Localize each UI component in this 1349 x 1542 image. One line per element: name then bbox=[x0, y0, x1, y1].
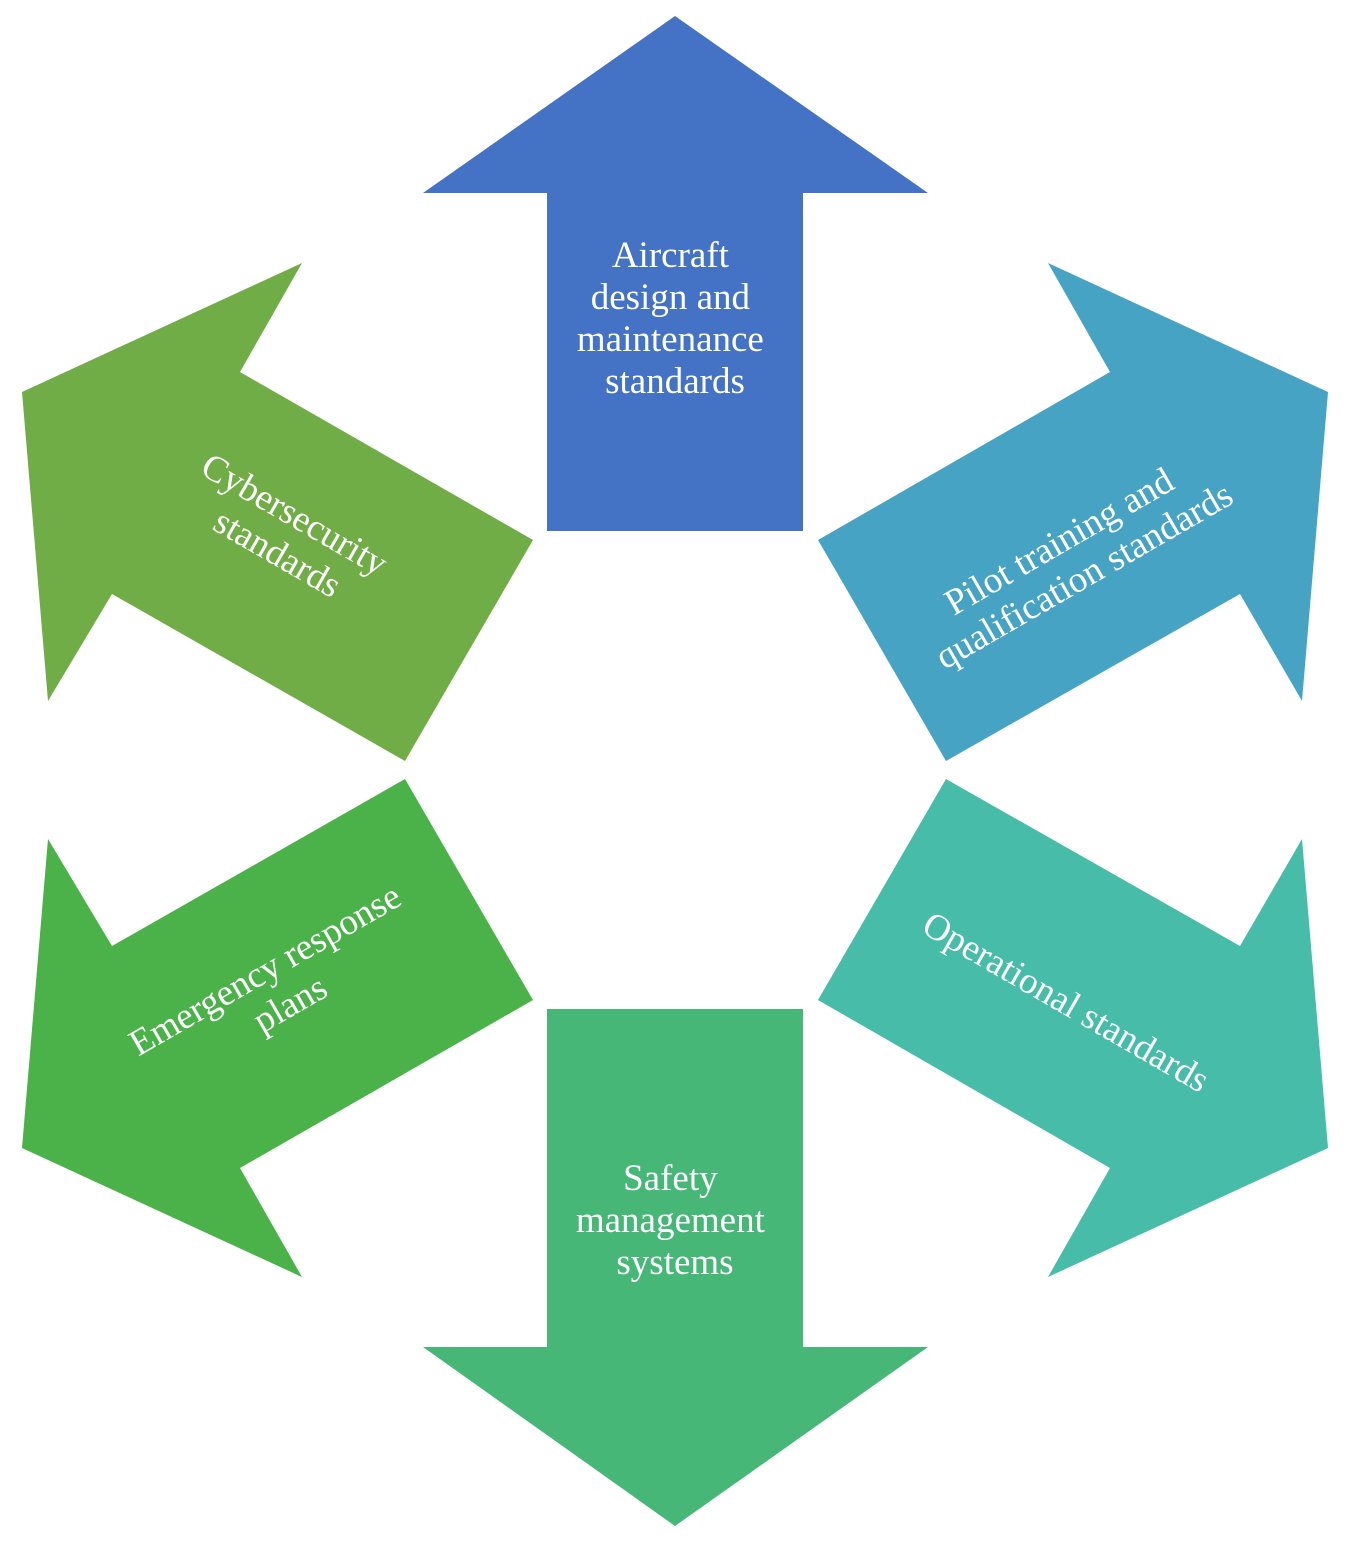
arrow-cybersecurity: Cybersecurity standards bbox=[22, 263, 533, 761]
arrow-shape-top-right bbox=[818, 263, 1328, 761]
label-line: standards bbox=[605, 361, 745, 402]
arrow-shape-top bbox=[423, 16, 928, 531]
label-line: systems bbox=[616, 1242, 733, 1283]
arrow-operational: Operational standards bbox=[818, 779, 1328, 1277]
arrow-safety-management: Safety management systems bbox=[423, 1009, 928, 1526]
arrow-aircraft-design: Aircraft design and maintenance standard… bbox=[423, 16, 928, 531]
label-line: design and bbox=[591, 277, 751, 318]
label-line: Safety bbox=[623, 1158, 718, 1199]
label-safety-management: Safety management systems bbox=[576, 1158, 774, 1283]
arrow-shape-bottom-left bbox=[22, 779, 533, 1277]
label-line: Aircraft bbox=[612, 235, 730, 276]
arrow-shape-bottom bbox=[423, 1009, 928, 1526]
arrow-shape-bottom-right bbox=[818, 779, 1328, 1277]
arrow-pilot-training: Pilot training and qualification standar… bbox=[818, 263, 1328, 761]
label-line: management bbox=[576, 1200, 766, 1241]
arrow-emergency-response: Emergency response plans bbox=[22, 779, 533, 1277]
arrow-shape-top-left bbox=[22, 263, 533, 761]
label-aircraft-design: Aircraft design and maintenance standard… bbox=[577, 235, 773, 402]
label-line: maintenance bbox=[577, 319, 764, 360]
